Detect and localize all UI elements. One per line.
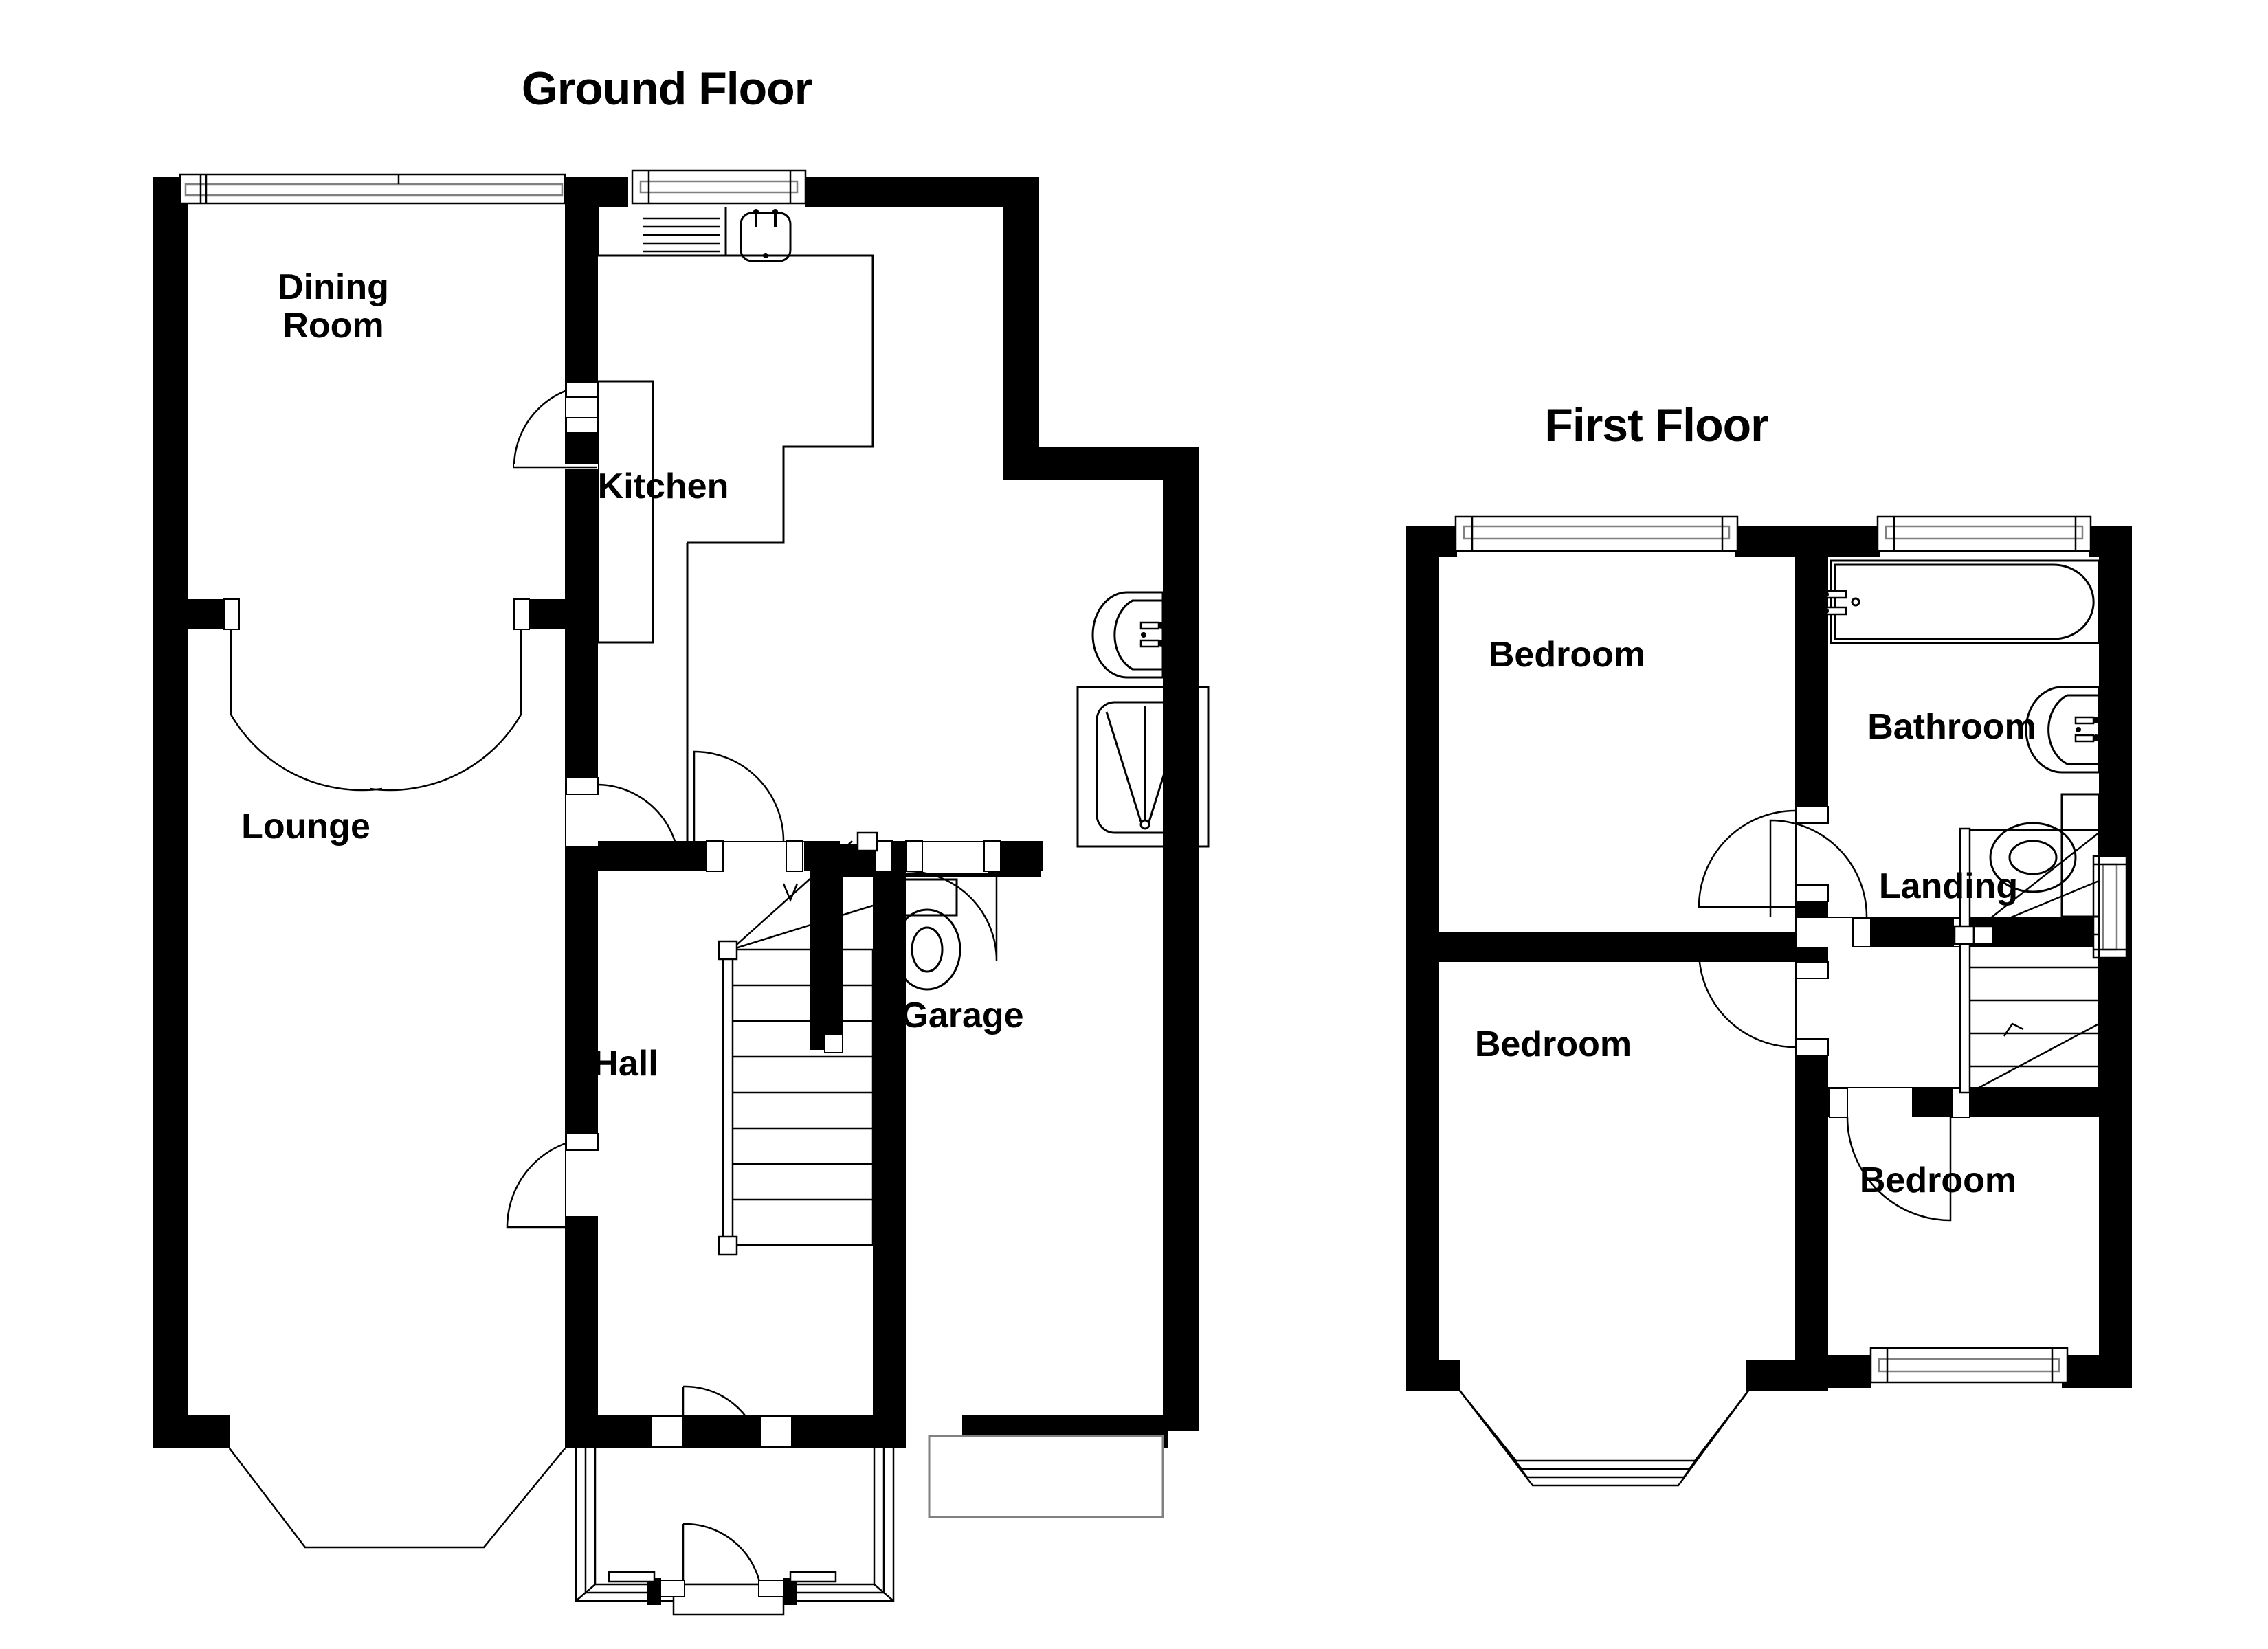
- room-label-hall: Hall: [592, 1044, 658, 1084]
- ground-floor-door-gaps: [566, 385, 988, 1216]
- kitchen-sink-icon: [740, 212, 792, 262]
- kitchen-window: [631, 169, 807, 205]
- room-label-dining-room: Dining Room: [278, 267, 389, 346]
- first-floor-door-swings: [1698, 809, 1952, 1222]
- room-label-lounge: Lounge: [241, 807, 370, 846]
- room-label-bedroom-2: Bedroom: [1474, 1024, 1632, 1064]
- wc-toilet-icon: [893, 878, 961, 991]
- entrance-porch: [575, 1385, 895, 1616]
- ground-floor-wall-trim: [153, 1415, 230, 1448]
- room-label-kitchen: Kitchen: [597, 467, 729, 506]
- kitchen-sink-taps: [753, 209, 778, 227]
- shower-tray-icon: [1076, 686, 1210, 848]
- garage-door: [928, 1435, 1164, 1518]
- room-label-garage: Garage: [900, 996, 1024, 1035]
- ground-floor-door-jambs: [223, 381, 1001, 1151]
- wc-basin-icon: [1091, 591, 1165, 679]
- staircase-down: [1953, 827, 2100, 1094]
- lounge-bay-window: [229, 1448, 566, 1549]
- bedroom1-window: [1454, 515, 1739, 552]
- bathroom-window: [1876, 515, 2092, 552]
- room-label-bedroom-3: Bedroom: [1859, 1160, 2017, 1200]
- staircase-up: [718, 831, 878, 1256]
- ground-floor-thin-lines: [597, 207, 874, 844]
- room-label-landing: Landing: [1878, 866, 2019, 906]
- first-floor-title: First Floor: [1544, 399, 1768, 451]
- porch-jambs: [647, 1416, 797, 1605]
- bedroom2-bay-window: [1459, 1390, 1750, 1487]
- room-label-bedroom-1: Bedroom: [1488, 635, 1646, 675]
- ground-floor-door-swings: [230, 383, 998, 1229]
- bedroom3-window: [1869, 1347, 2069, 1384]
- kitchen-drainer: [643, 217, 720, 253]
- dining-window: [179, 173, 566, 205]
- room-label-bathroom: Bathroom: [1867, 707, 2036, 747]
- ground-floor-title: Ground Floor: [521, 63, 812, 115]
- porch-side-windows: [608, 1571, 837, 1583]
- bathroom-basin-icon: [2025, 686, 2100, 774]
- bath-tub-icon: [1821, 559, 2100, 644]
